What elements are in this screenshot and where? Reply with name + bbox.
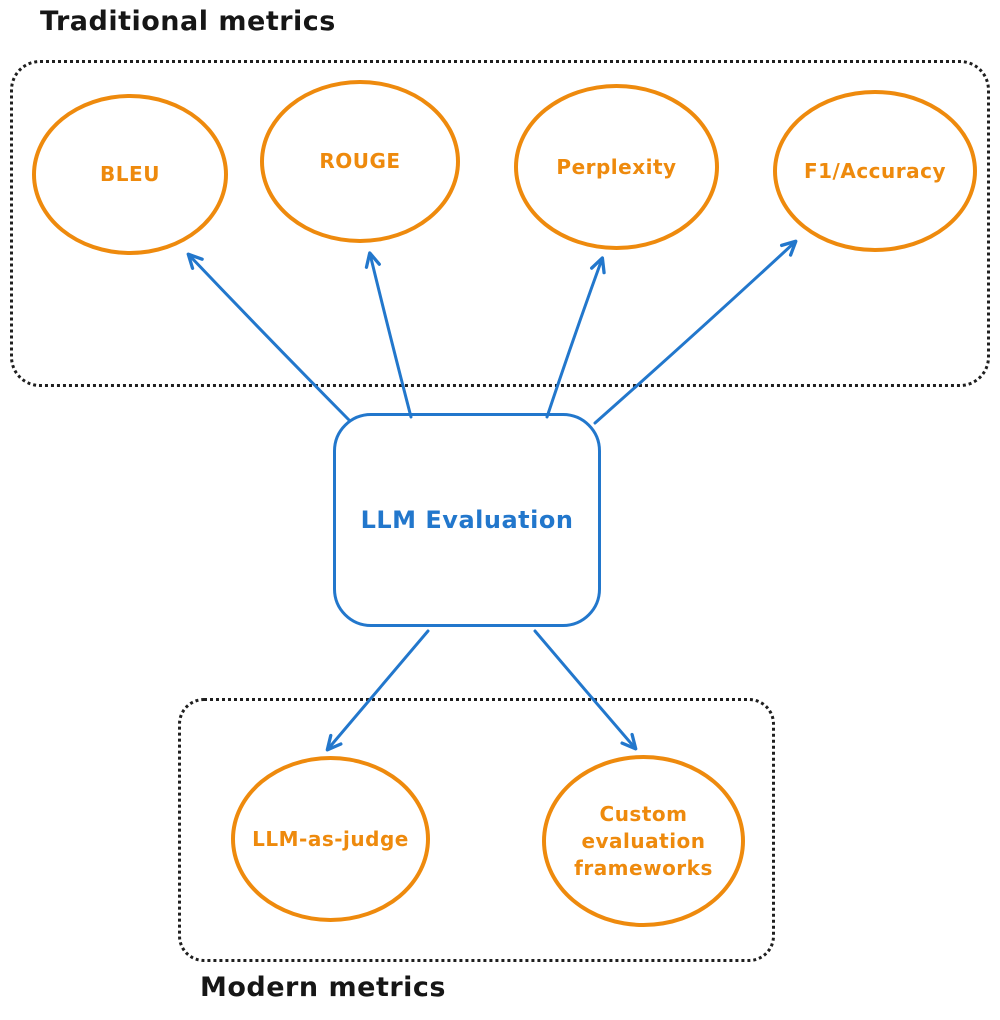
node-llm-evaluation: LLM Evaluation	[333, 413, 601, 627]
traditional-metrics-group-box	[10, 60, 990, 387]
node-perplexity-label: Perplexity	[556, 154, 677, 179]
node-llm-as-judge-label: LLM-as-judge	[252, 826, 409, 851]
node-rouge: ROUGE	[260, 80, 460, 243]
node-f1-accuracy: F1/Accuracy	[773, 90, 977, 252]
node-rouge-label: ROUGE	[319, 149, 401, 173]
modern-metrics-group-box	[178, 698, 775, 962]
node-bleu: BLEU	[32, 94, 228, 255]
node-llm-as-judge: LLM-as-judge	[231, 756, 430, 922]
node-bleu-label: BLEU	[100, 162, 160, 186]
node-perplexity: Perplexity	[514, 84, 719, 250]
node-f1-accuracy-label: F1/Accuracy	[803, 158, 947, 183]
node-custom-evaluation-frameworks: Custom evaluation frameworks	[542, 755, 745, 927]
node-custom-evaluation-frameworks-label: Custom evaluation frameworks	[574, 801, 713, 880]
modern-metrics-title: Modern metrics	[200, 972, 446, 1003]
node-llm-evaluation-label: LLM Evaluation	[360, 506, 574, 534]
traditional-metrics-title: Traditional metrics	[40, 6, 336, 37]
